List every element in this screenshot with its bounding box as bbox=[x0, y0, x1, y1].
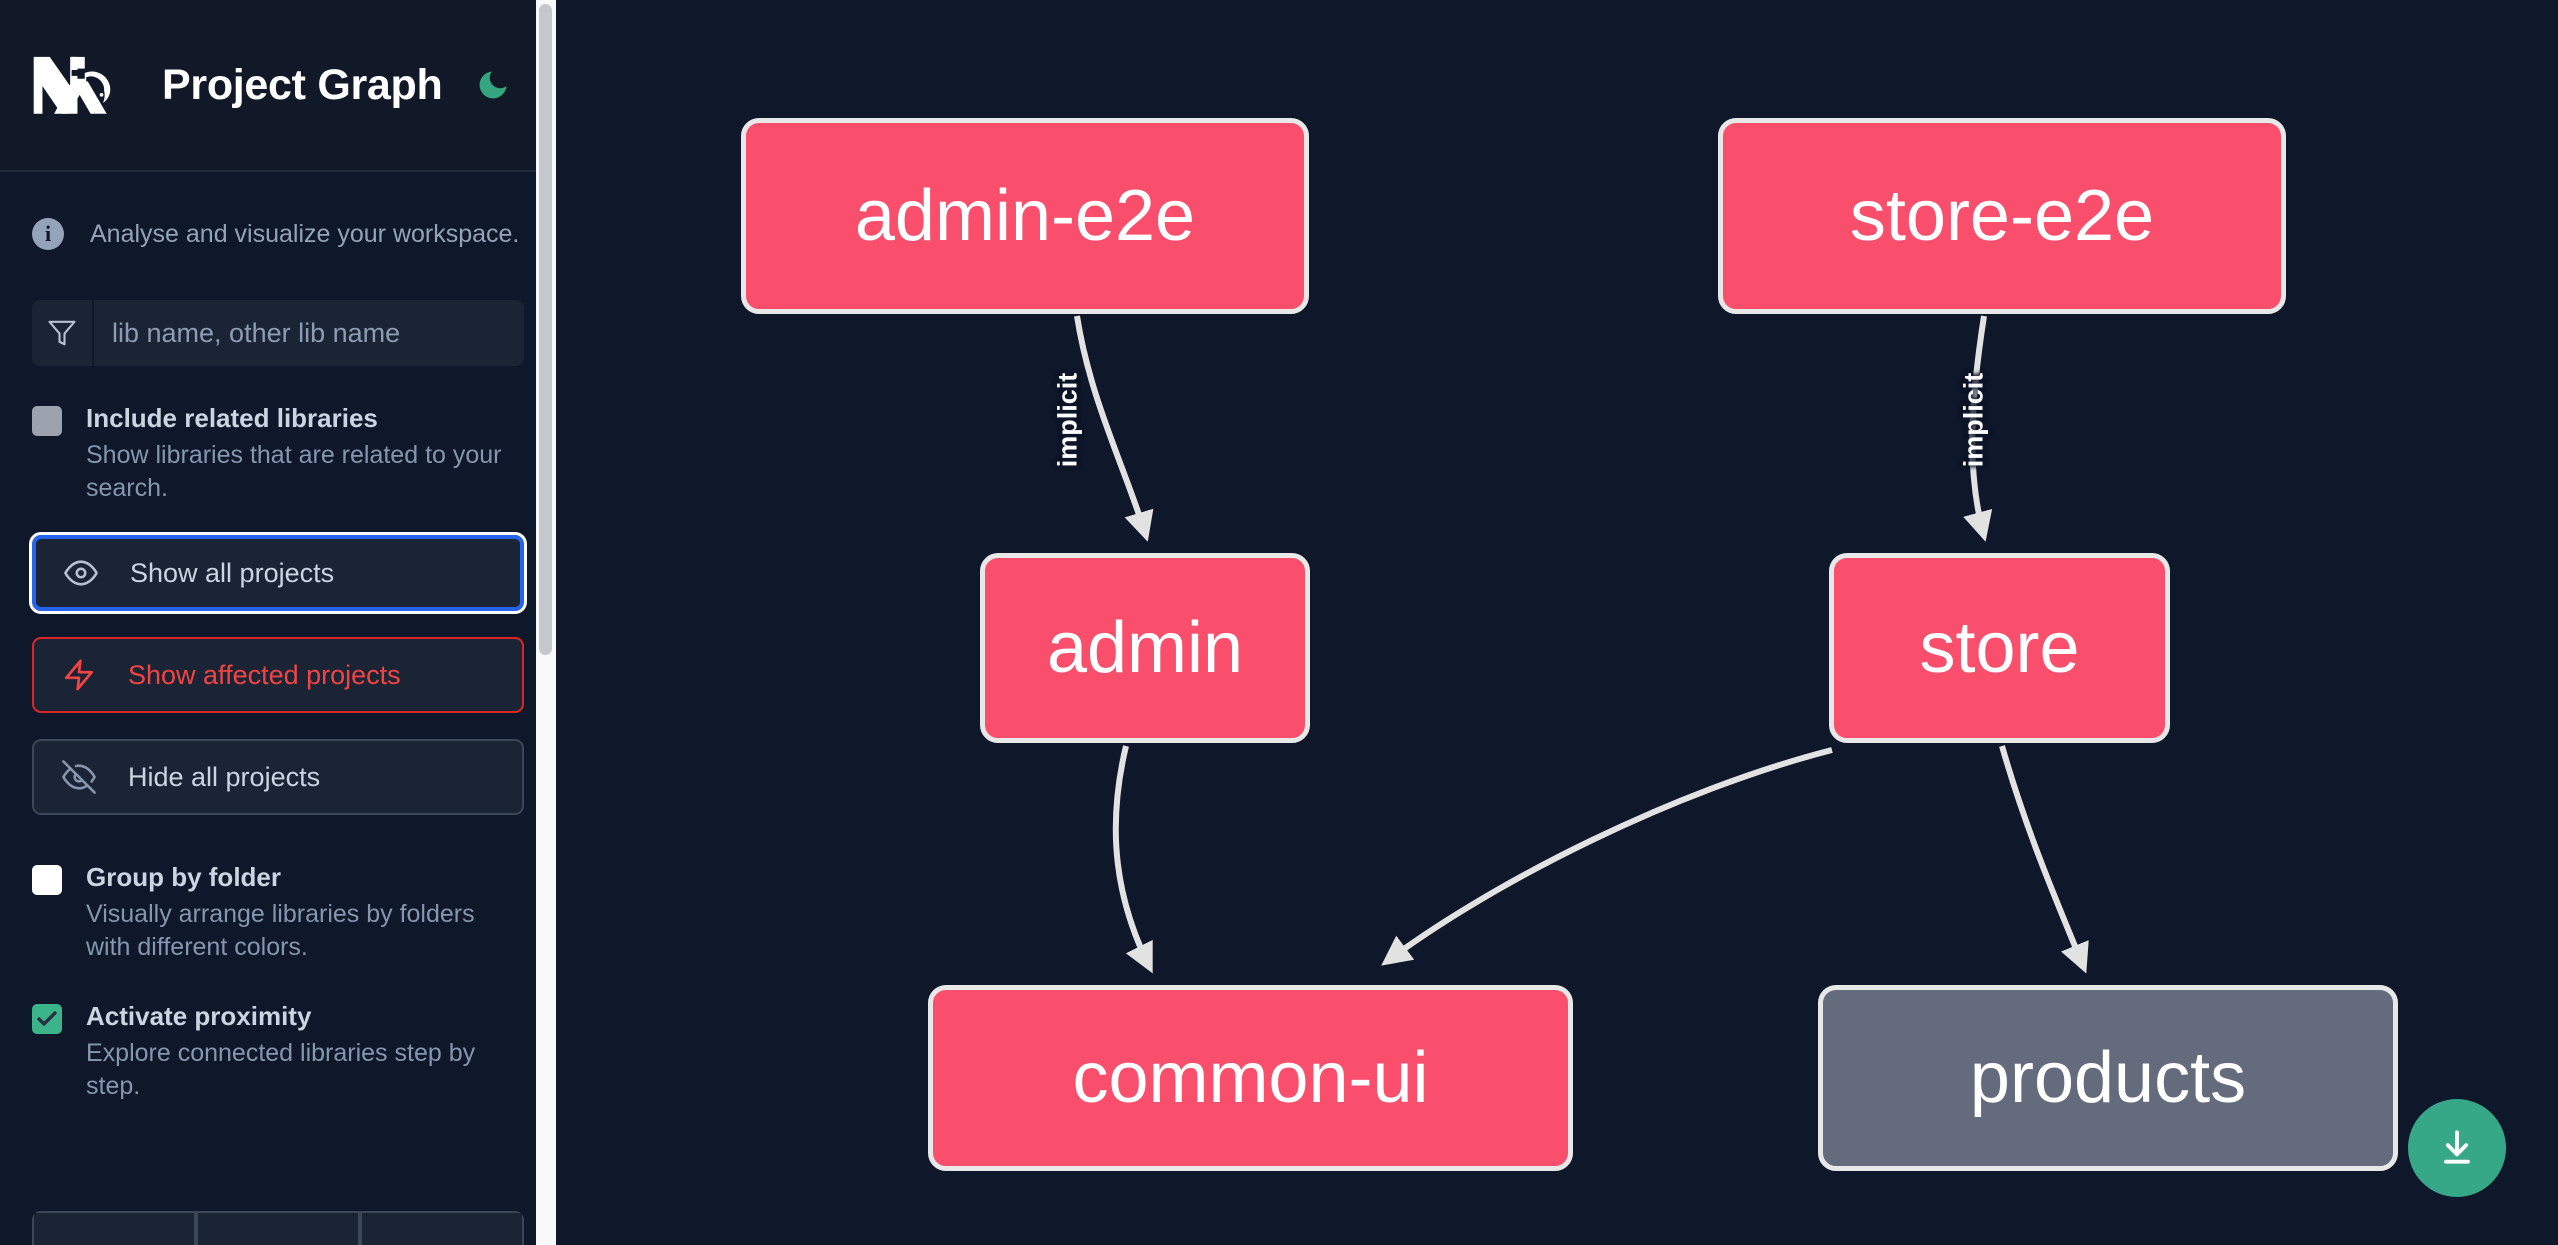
graph-node-admin[interactable]: admin bbox=[980, 553, 1310, 743]
graph-node-store[interactable]: store bbox=[1829, 553, 2170, 743]
graph-node-common-ui[interactable]: common-ui bbox=[928, 985, 1573, 1171]
sidebar-scrollbar[interactable] bbox=[536, 0, 556, 1245]
sidebar-scrollbar-thumb[interactable] bbox=[539, 4, 552, 655]
checkbox-box[interactable] bbox=[32, 1004, 62, 1034]
hide-all-projects-button[interactable]: Hide all projects bbox=[32, 739, 524, 815]
edge-admin-to-common-ui bbox=[1112, 745, 1153, 974]
graph-node-admin-e2e[interactable]: admin-e2e bbox=[741, 118, 1309, 314]
filter-icon bbox=[32, 300, 94, 366]
checkbox-box[interactable] bbox=[32, 865, 62, 895]
checkbox-label: Activate proximity bbox=[86, 1001, 312, 1031]
segmented-control[interactable] bbox=[32, 1211, 524, 1245]
info-icon: i bbox=[32, 218, 64, 250]
edge-label-implicit-store: implicit bbox=[1958, 372, 1989, 468]
node-label: store-e2e bbox=[1849, 176, 2155, 256]
checkbox-label: Group by folder bbox=[86, 862, 281, 892]
page-title: Project Graph bbox=[162, 60, 443, 109]
search-input[interactable] bbox=[94, 300, 524, 366]
show-affected-projects-button[interactable]: Show affected projects bbox=[32, 637, 524, 713]
node-label: common-ui bbox=[1072, 1038, 1429, 1118]
checkbox-box[interactable] bbox=[32, 406, 62, 436]
analyse-text: Analyse and visualize your workspace. bbox=[90, 219, 520, 248]
edge-store-e2e-to-store bbox=[1963, 315, 1993, 542]
button-label: Show all projects bbox=[130, 557, 335, 588]
analyse-info-row: i Analyse and visualize your workspace. bbox=[32, 172, 524, 250]
download-icon bbox=[2435, 1125, 2479, 1172]
checkbox-description: Visually arrange libraries by folders wi… bbox=[86, 899, 475, 961]
eye-off-icon bbox=[62, 760, 106, 794]
node-label: admin-e2e bbox=[854, 176, 1196, 256]
node-label: products bbox=[1969, 1038, 2247, 1118]
moon-icon[interactable] bbox=[472, 64, 514, 106]
edge-store-to-common-ui bbox=[1381, 747, 1833, 966]
checkbox-activate-proximity[interactable]: Activate proximity Explore connected lib… bbox=[32, 1000, 524, 1103]
button-label: Show affected projects bbox=[128, 659, 401, 690]
graph-edges bbox=[1074, 315, 2089, 974]
checkbox-label: Include related libraries bbox=[86, 403, 378, 433]
node-label: admin bbox=[1046, 608, 1244, 688]
eye-icon bbox=[64, 556, 108, 590]
segment-1[interactable] bbox=[32, 1211, 196, 1245]
graph-node-store-e2e[interactable]: store-e2e bbox=[1718, 118, 2286, 314]
sidebar-body: i Analyse and visualize your workspace. … bbox=[0, 172, 556, 1245]
checkbox-description: Show libraries that are related to your … bbox=[86, 440, 502, 502]
checkbox-description: Explore connected libraries step by step… bbox=[86, 1038, 476, 1100]
search-field[interactable] bbox=[32, 300, 524, 366]
segment-3[interactable] bbox=[360, 1211, 524, 1245]
button-label: Hide all projects bbox=[128, 761, 321, 792]
download-image-button[interactable] bbox=[2408, 1099, 2506, 1197]
checkbox-group-by-folder[interactable]: Group by folder Visually arrange librari… bbox=[32, 861, 524, 964]
sidebar-header: Project Graph bbox=[0, 0, 556, 172]
node-label: store bbox=[1919, 608, 2080, 688]
edge-label-implicit-admin: implicit bbox=[1052, 372, 1083, 468]
checkbox-include-related-libraries[interactable]: Include related libraries Show libraries… bbox=[32, 402, 524, 505]
sidebar: Project Graph i Analyse and visualize yo… bbox=[0, 0, 556, 1245]
lightning-icon bbox=[62, 658, 106, 692]
segment-2[interactable] bbox=[196, 1211, 360, 1245]
edge-store-to-products bbox=[1999, 745, 2089, 974]
graph-node-products[interactable]: products bbox=[1818, 985, 2398, 1171]
nx-logo-icon bbox=[32, 54, 120, 116]
graph-canvas[interactable]: admin-e2e store-e2e admin store common-u… bbox=[556, 0, 2558, 1245]
edge-admin-e2e-to-admin bbox=[1074, 315, 1154, 542]
show-all-projects-button[interactable]: Show all projects bbox=[29, 532, 527, 614]
